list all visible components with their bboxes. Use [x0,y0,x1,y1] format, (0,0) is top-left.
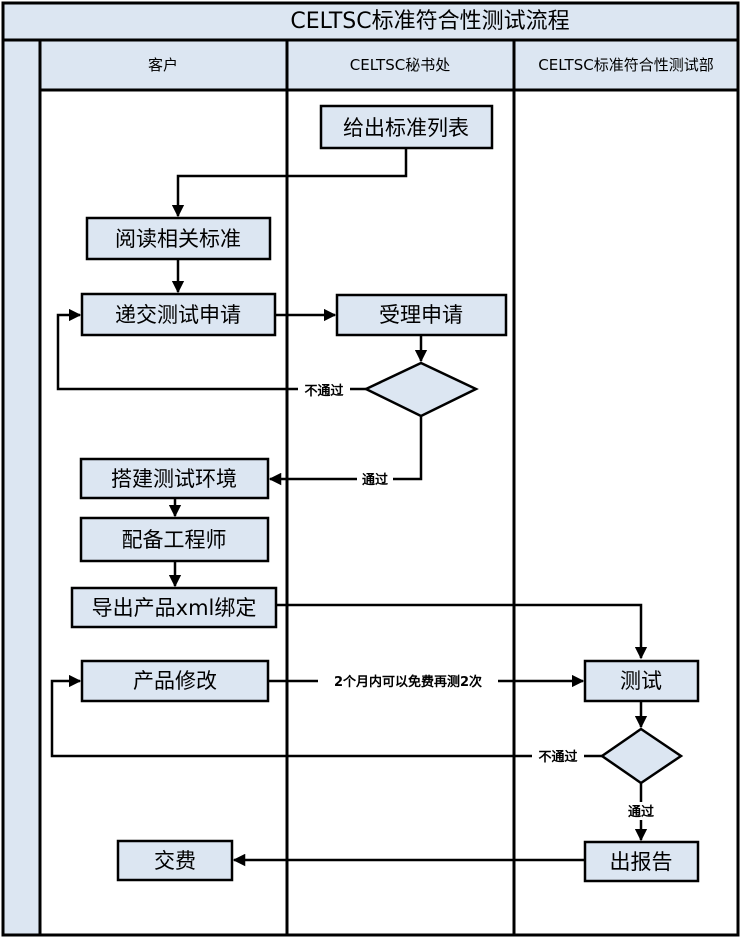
node-read-standards: 阅读相关标准 [85,216,272,261]
node-assign-engineer-label: 配备工程师 [122,528,227,552]
connector-decision1-pass [268,416,423,486]
edge-label-reject-1: 不通过 [304,383,343,399]
node-test: 测试 [583,659,700,703]
node-assign-engineer: 配备工程师 [79,516,270,563]
connector-decision2-reject [50,674,602,758]
connector-export-to-test [276,603,648,660]
node-build-env: 搭建测试环境 [79,457,270,500]
node-product-fix-label: 产品修改 [133,669,217,693]
node-standard-list-label: 给出标准列表 [343,116,469,140]
lane-header-secretariat: CELTSC秘书处 [350,56,450,74]
connector-list-to-read [171,148,408,218]
node-build-env-label: 搭建测试环境 [111,467,237,491]
lane-header-customer: 客户 [148,56,178,74]
node-submit-application: 递交测试申请 [80,292,277,337]
edge-label-pass-2: 通过 [628,804,654,820]
node-test-label: 测试 [620,669,662,693]
edge-label-pass-1: 通过 [362,472,388,488]
edge-label-retest-note: 2个月内可以免费再测2次 [334,674,482,690]
node-report-label: 出报告 [610,850,673,874]
connector-decision1-reject [56,308,366,391]
node-export-xml-label: 导出产品xml绑定 [92,596,257,620]
node-export-xml: 导出产品xml绑定 [70,586,278,629]
node-accept-application: 受理申请 [335,293,508,337]
connectors [50,148,648,867]
node-pay: 交费 [116,839,234,882]
edge-label-reject-2: 不通过 [538,749,577,765]
node-submit-application-label: 递交测试申请 [115,303,241,327]
node-standard-list: 给出标准列表 [319,104,494,150]
node-accept-application-label: 受理申请 [379,303,463,327]
diagram-title: CELTSC标准符合性测试流程 [290,9,569,34]
decision-1 [363,361,479,418]
decision-2 [599,727,684,785]
node-report: 出报告 [583,840,700,883]
node-read-standards-label: 阅读相关标准 [115,227,241,251]
node-pay-label: 交费 [154,849,196,873]
lane-header-testing-dept: CELTSC标准符合性测试部 [538,56,713,74]
node-product-fix: 产品修改 [80,659,270,703]
